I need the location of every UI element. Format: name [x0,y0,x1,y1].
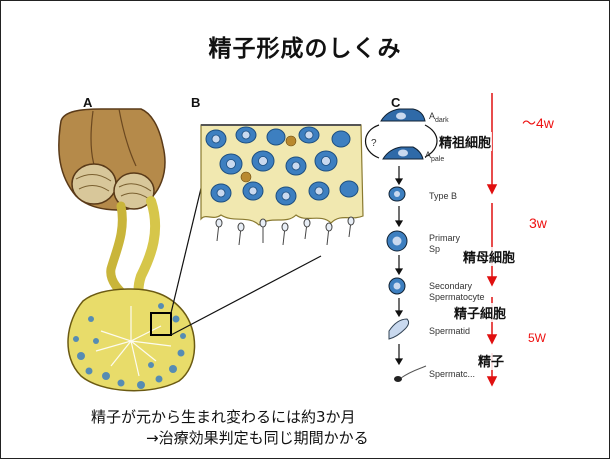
stage-label-type-b: Type B [429,191,457,202]
stage-label-spermatozoa: Spermatc... [429,369,475,380]
stage-label-spermatid: Spermatid [429,326,470,337]
label-spermatocyte: 精母細胞 [462,247,516,266]
panel-letter-a: A [83,95,92,110]
label-spermatogonia: 精祖細胞 [438,132,492,151]
stage-label-secondary-2: Spermatocyte [429,292,485,303]
stage-label-a-pale: Apale [425,150,444,165]
label-sperm: 精子 [477,351,505,370]
stage-label-a-dark: Adark [429,111,449,126]
duration-4w: ～4w [522,113,554,133]
question-mark: ? [371,138,377,149]
panel-b-tubule-section [201,125,363,245]
duration-3w: 3w [529,215,547,231]
caption-line-2: →治療効果判定も同じ期間かかる [146,427,596,448]
duration-5w: 5W [528,331,546,345]
stage-label-secondary-1: Secondary [429,281,472,292]
caption-line-1: 精子が元から生まれ変わるには約3か月 [91,406,591,427]
panel-letter-c: C [391,95,400,110]
panel-a-testis-drawing [59,109,195,391]
panel-letter-b: B [191,95,200,110]
stage-label-primary-2: Sp [429,244,440,255]
label-spermatid: 精子細胞 [453,303,507,322]
stage-label-primary-1: Primary [429,233,460,244]
